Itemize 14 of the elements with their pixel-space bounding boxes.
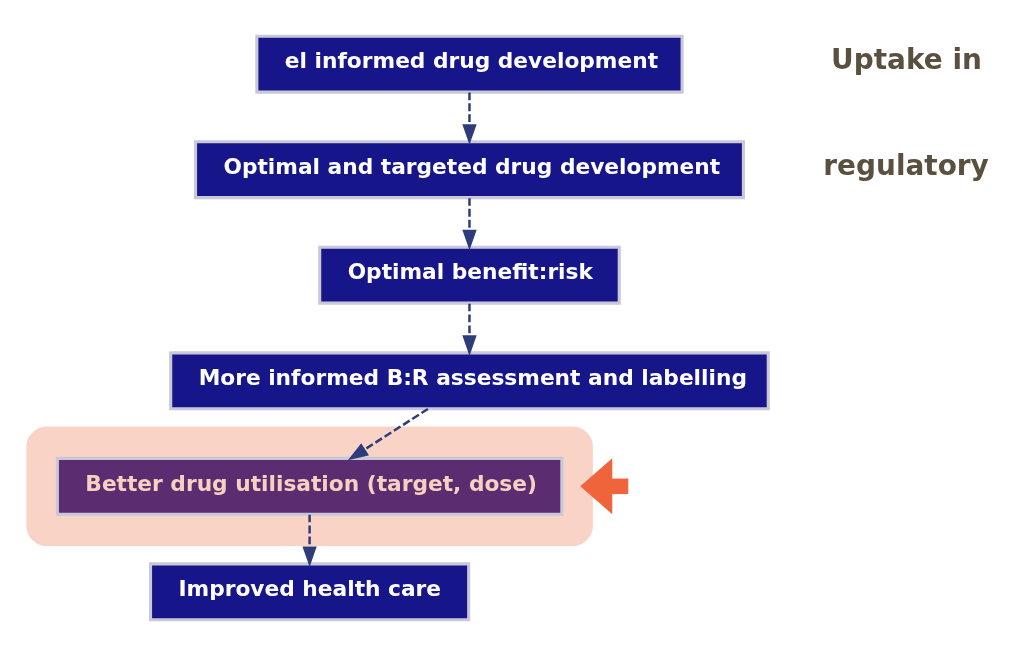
node-box: Optimal benefit:risk (318, 245, 621, 305)
arrow (580, 458, 629, 515)
arrow (302, 514, 317, 567)
label: Uptake in (831, 43, 982, 77)
node-box: More informed B:R assessment and labelling (169, 351, 770, 411)
node-box: Improved health care (148, 562, 471, 622)
arrow (462, 198, 477, 251)
arrow (347, 407, 429, 461)
node-box: el informed drug development (255, 34, 684, 94)
arrow (462, 92, 477, 145)
node-box: Optimal and targeted drug development (194, 140, 745, 200)
label: regulatory (823, 148, 989, 182)
node-box: Better drug utilisation (target, dose) (55, 456, 564, 516)
arrow (462, 303, 477, 356)
